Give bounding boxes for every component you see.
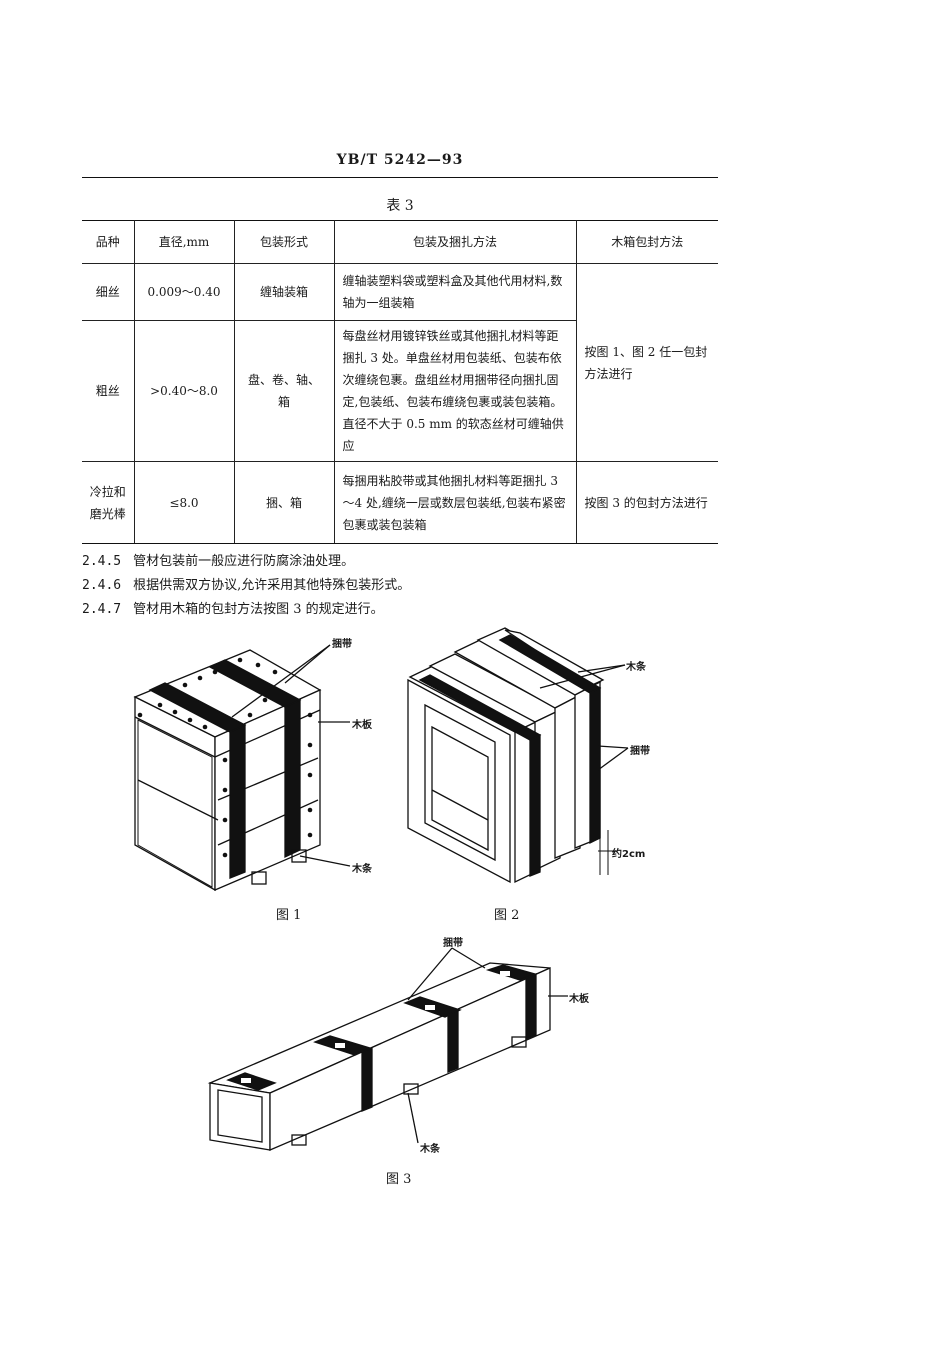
figure-3-long-crate-drawing xyxy=(207,947,568,1151)
column-header: 木箱包封方法 xyxy=(575,220,718,264)
spec-table: 品种 直径,mm 包装形式 包装及捆扎方法 木箱包封方法 细丝 0.009～0.… xyxy=(82,220,718,544)
column-header: 包装及捆扎方法 xyxy=(333,220,577,264)
cell-variety: 细丝 xyxy=(82,263,135,321)
fig3-batten-callout: 木条 xyxy=(420,1144,440,1155)
column-header: 直径,mm xyxy=(133,220,235,264)
paragraph-2-4-7: 2.4.7 管材用木箱的包封方法按图 3 的规定进行。 xyxy=(82,598,384,617)
fig3-board-callout: 木板 xyxy=(569,994,589,1005)
fig2-batten-callout: 木条 xyxy=(626,662,646,673)
figure-2-crate-drawing xyxy=(407,627,629,884)
cell-diameter: >0.40～8.0 xyxy=(133,320,235,462)
cell-variety: 冷拉和磨光棒 xyxy=(82,461,135,544)
cell-variety: 粗丝 xyxy=(82,320,135,462)
clause-number: 2.4.5 xyxy=(82,554,122,569)
figure-1-label: 图 1 xyxy=(276,908,302,923)
figure-2-label: 图 2 xyxy=(494,908,520,923)
figure-1-crate-drawing xyxy=(133,644,351,892)
fig2-gap-callout: 约2cm xyxy=(612,849,646,860)
clause-number: 2.4.7 xyxy=(82,602,122,617)
clause-text: 管材包装前一般应进行防腐涂油处理。 xyxy=(133,554,355,569)
table-header-row: 品种 直径,mm 包装形式 包装及捆扎方法 木箱包封方法 xyxy=(82,220,718,264)
header-rule xyxy=(82,177,718,178)
cell-form: 捆、箱 xyxy=(233,461,335,544)
paragraph-2-4-6: 2.4.6 根据供需双方协议,允许采用其他特殊包装形式。 xyxy=(82,574,410,593)
fig3-strap-callout: 捆带 xyxy=(443,938,463,949)
cell-method: 缠轴装塑料袋或塑料盒及其他代用材料,数轴为一组装箱 xyxy=(333,263,577,321)
clause-number: 2.4.6 xyxy=(82,578,122,593)
fig2-strap-callout: 捆带 xyxy=(630,746,650,757)
cell-method: 每盘丝材用镀锌铁丝或其他捆扎材料等距捆扎 3 处。单盘丝材用包装纸、包装布依次缠… xyxy=(333,320,576,462)
table-caption: 表 3 xyxy=(386,198,414,214)
cell-box-method: 按图 3 的包封方法进行 xyxy=(575,461,718,544)
fig1-strap-callout: 捆带 xyxy=(332,639,352,650)
column-header: 包装形式 xyxy=(233,220,335,264)
cell-form: 盘、卷、轴、箱 xyxy=(233,320,335,462)
fig1-batten-callout: 木条 xyxy=(352,864,372,875)
cell-form: 缠轴装箱 xyxy=(233,263,335,321)
cell-method: 每捆用粘胶带或其他捆扎材料等距捆扎 3～4 处,缠绕一层或数层包装纸,包装布紧密… xyxy=(333,461,577,544)
clause-text: 根据供需双方协议,允许采用其他特殊包装形式。 xyxy=(133,578,411,593)
figures-canvas xyxy=(133,627,629,1151)
table-row: 细丝 0.009～0.40 缠轴装箱 缠轴装塑料袋或塑料盒及其他代用材料,数轴为… xyxy=(82,263,718,462)
cell-diameter: ≤8.0 xyxy=(133,461,235,544)
cell-diameter: 0.009～0.40 xyxy=(133,263,235,321)
table-row: 冷拉和磨光棒 ≤8.0 捆、箱 每捆用粘胶带或其他捆扎材料等距捆扎 3～4 处,… xyxy=(82,461,718,544)
column-header: 品种 xyxy=(82,220,135,264)
document-code: YB/T 5242—93 xyxy=(336,152,464,168)
fig1-board-callout: 木板 xyxy=(352,720,372,731)
paragraph-2-4-5: 2.4.5 管材包装前一般应进行防腐涂油处理。 xyxy=(82,550,354,569)
clause-text: 管材用木箱的包封方法按图 3 的规定进行。 xyxy=(133,602,384,617)
cell-box-method: 按图 1、图 2 任一包封方法进行 xyxy=(575,263,718,462)
figure-3-label: 图 3 xyxy=(386,1172,412,1187)
